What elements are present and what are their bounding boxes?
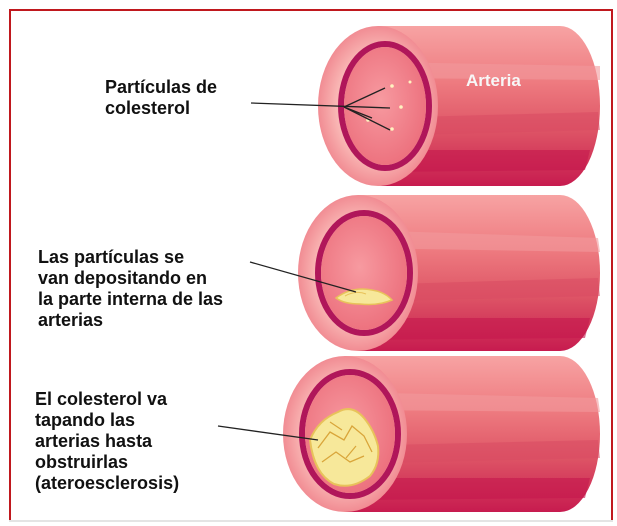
cholesterol-particle <box>399 105 403 109</box>
cholesterol-particle <box>409 81 412 84</box>
artery-1: Arteria <box>251 26 600 186</box>
artery-1-lumen <box>344 47 426 165</box>
artery-label: Arteria <box>466 71 521 90</box>
label-cholesterol-particles: Partículas de colesterol <box>105 77 217 119</box>
label-atherosclerosis: El colesterol va tapando las arterias ha… <box>35 389 179 494</box>
cholesterol-particle <box>390 84 394 88</box>
artery-3 <box>218 356 600 512</box>
cholesterol-particle <box>390 127 394 131</box>
artery-2 <box>250 195 600 351</box>
label-particles-depositing: Las partículas se van depositando en la … <box>38 247 223 331</box>
artery-2-lumen <box>321 216 407 330</box>
